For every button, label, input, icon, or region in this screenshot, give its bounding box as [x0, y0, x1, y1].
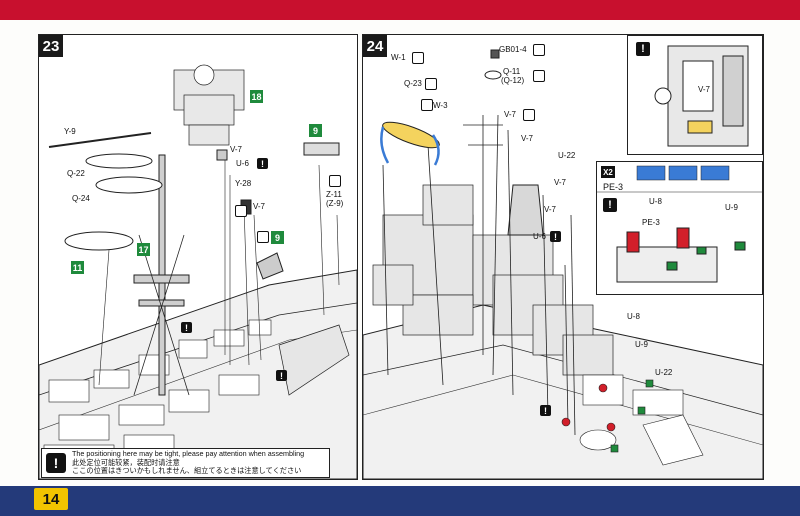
caution-icon: !: [276, 370, 287, 381]
part-label-v7-c: V-7: [554, 178, 567, 187]
part-tag-11: 11: [71, 261, 84, 274]
inset-top-drawing: [654, 45, 749, 147]
part-tag-17: 17: [137, 243, 150, 256]
note-english: The positioning here may be tight, pleas…: [72, 449, 305, 459]
part-label-v7-b: V-7: [253, 202, 266, 211]
caution-icon: !: [540, 405, 551, 416]
step-24-diagram: [363, 49, 763, 479]
caution-icon: !: [257, 158, 268, 169]
part-label-y9: Y-9: [64, 127, 76, 136]
runner-icon: [235, 205, 247, 217]
inset-part-label-u8: U-8: [649, 197, 662, 206]
page-number: 14: [34, 488, 68, 510]
pe-sheet-drawing: [597, 165, 762, 283]
runner-icon: [329, 175, 341, 187]
part-label-v7-a: V-7: [230, 145, 243, 154]
part-label-q22: Q-22: [67, 169, 85, 178]
caution-icon: !: [181, 322, 192, 333]
part-label-w3: W-3: [433, 101, 448, 110]
step-23-diagram: [39, 64, 357, 479]
part-label-u22-a: U-22: [558, 151, 576, 160]
part-tag-18: 18: [250, 90, 263, 103]
step-23-panel: 23: [38, 34, 358, 480]
part-label-z9: (Z-9): [326, 199, 344, 208]
quantity-badge: X2: [601, 166, 615, 178]
part-label-q12: (Q-12): [501, 76, 525, 85]
part-label-u22-b: U-22: [655, 368, 673, 377]
part-label-q23: Q-23: [404, 79, 422, 88]
step-number-badge: 23: [39, 35, 63, 57]
runner-icon: [421, 99, 433, 111]
part-label-v7-b: V-7: [521, 134, 534, 143]
top-color-band: [0, 0, 800, 20]
runner-icon: [425, 78, 437, 90]
step-number-badge: 24: [363, 35, 387, 57]
bottom-color-band: [0, 486, 800, 516]
caution-icon: !: [550, 231, 561, 242]
part-label-z11: Z-11: [326, 190, 342, 199]
runner-icon: [412, 52, 424, 64]
note-japanese: ここの位置はきついかもしれません、組立てるときは注意してください: [72, 466, 302, 476]
bottom-stripe: [0, 482, 800, 488]
assembly-caution-note: ! The positioning here may be tight, ple…: [41, 448, 330, 478]
caution-icon: !: [46, 453, 66, 473]
runner-icon: [523, 109, 535, 121]
part-label-v7-d: V-7: [544, 205, 557, 214]
runner-icon: [533, 70, 545, 82]
part-label-u8: U-8: [627, 312, 640, 321]
note-chinese: 此处定位可能较紧，装配时请注意: [72, 457, 180, 467]
part-tag-9-a: 9: [309, 124, 322, 137]
detail-inset-top: ! V-7: [627, 35, 763, 155]
part-tag-9-b: 9: [271, 231, 284, 244]
caution-icon: !: [636, 42, 650, 56]
part-label-u6: U-6: [533, 232, 546, 241]
step-24-panel: 24: [362, 34, 764, 480]
inset-part-label-pe3: PE-3: [642, 218, 660, 227]
part-label-v7-a: V-7: [504, 110, 517, 119]
inset-part-label-u9: U-9: [725, 203, 738, 212]
part-label-u9: U-9: [635, 340, 648, 349]
part-label-w1: W-1: [391, 53, 406, 62]
runner-icon: [257, 231, 269, 243]
part-label-y28: Y-28: [235, 179, 252, 188]
runner-icon: [533, 44, 545, 56]
part-label-gb01-4: GB01-4: [499, 45, 527, 54]
detail-inset-pe: X2 PE-3 ! U-8 PE-3 U-9: [596, 161, 763, 295]
inset-part-label-v7: V-7: [698, 85, 711, 94]
part-label-u6: U-6: [236, 159, 249, 168]
caution-icon: !: [603, 198, 617, 212]
pe-part-label: PE-3: [603, 182, 624, 192]
part-label-q11: Q-11: [503, 67, 521, 76]
part-label-q24: Q-24: [72, 194, 90, 203]
